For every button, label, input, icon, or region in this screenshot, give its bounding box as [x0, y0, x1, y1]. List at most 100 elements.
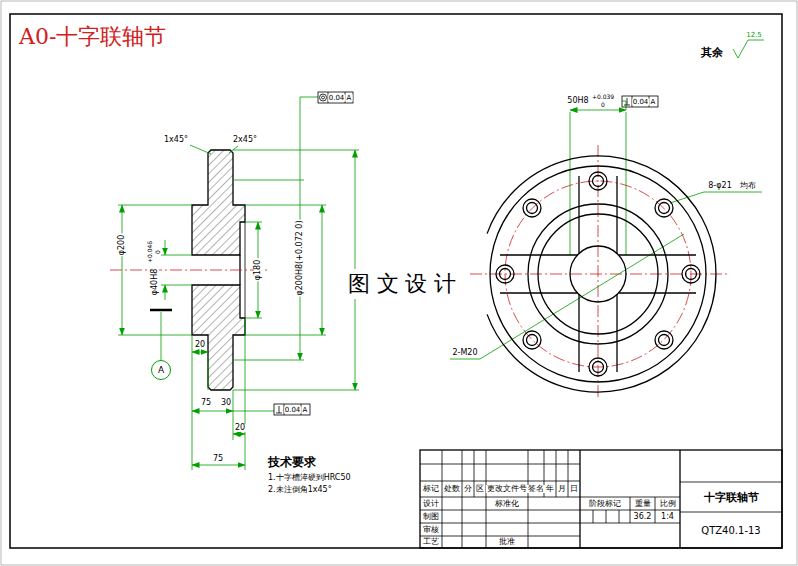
dimension-lines [245, 222, 262, 223]
datum-letter: A [650, 98, 657, 105]
table-cell: 制图 [422, 513, 440, 521]
title-block [420, 536, 580, 537]
tolerance-frames [274, 404, 310, 415]
title-block [420, 497, 680, 498]
end-view [487, 156, 716, 392]
center-lines [505, 181, 691, 367]
center-lines [110, 270, 270, 271]
end-view [500, 254, 578, 255]
end-view [619, 292, 696, 293]
dimension-lines [122, 205, 123, 335]
title-block [486, 450, 487, 548]
dimension-text: 75 [212, 455, 224, 463]
table-cell: 月 [557, 485, 567, 493]
dimension-lines [118, 40, 764, 470]
dimension-lines [192, 411, 233, 412]
tolerance-value: 0 [155, 249, 161, 255]
title-block [528, 450, 529, 548]
end-view [538, 214, 658, 334]
table-cell: 区 [475, 485, 485, 493]
dimension-lines [622, 101, 626, 102]
title-block [679, 450, 680, 548]
dimension-lines [450, 234, 684, 359]
drawing-title: A0-十字联轴节 [18, 26, 167, 48]
dimension-lines [161, 285, 192, 286]
title-block [606, 510, 607, 523]
title-block [593, 510, 594, 523]
end-view [578, 176, 579, 254]
end-view [655, 199, 673, 217]
dimension-text: φ200H8(+0.072 0) [296, 219, 304, 296]
datum-symbol [150, 310, 172, 360]
dimension-lines [300, 97, 318, 98]
chamfer-text: 1x45° [163, 136, 189, 144]
tolerance-value: 0.04 [284, 406, 302, 413]
dimension-lines [733, 40, 764, 58]
dimension-lines [192, 465, 245, 466]
dimension-lines [233, 390, 359, 391]
end-view [682, 265, 700, 283]
roughness-value: 12.5 [745, 32, 763, 39]
end-view [616, 176, 617, 254]
dimension-text: 30 [220, 399, 232, 407]
end-view [570, 246, 626, 302]
end-view [528, 204, 668, 344]
table-cell: 更改文件号 [486, 485, 528, 493]
table-cell: 1:4 [660, 513, 675, 521]
tolerance-frames [622, 96, 658, 107]
dimension-text: φ180 [254, 259, 262, 282]
end-view [487, 156, 716, 392]
table-cell: 36.2 [633, 513, 653, 521]
dimension-lines [165, 285, 166, 300]
title-block [630, 497, 631, 523]
dimension-lines [118, 335, 192, 336]
dimension-lines [245, 318, 262, 319]
title-block [420, 450, 782, 548]
end-view [686, 269, 697, 280]
end-view [490, 166, 706, 382]
title-block [655, 497, 656, 523]
note-text: 2.未注倒角1x45° [267, 486, 333, 494]
notes-heading: 技术要求 [267, 456, 317, 468]
end-view [589, 172, 607, 190]
title-block [619, 510, 620, 523]
table-cell: 签名 [527, 485, 545, 493]
end-view [523, 331, 541, 349]
tolerance-value: +0.039 [591, 94, 615, 100]
dimension-lines [233, 390, 234, 440]
table-cell: 比例 [659, 500, 677, 508]
end-view [593, 176, 604, 187]
end-view [496, 265, 514, 283]
dimension-lines [570, 112, 571, 255]
end-view [616, 294, 617, 372]
table-cell: 审核 [422, 526, 440, 534]
table-cell: 标记 [422, 485, 440, 493]
dimension-lines [233, 434, 245, 435]
end-view [659, 203, 670, 214]
table-cell: 处数 [443, 485, 461, 493]
title-block [420, 510, 680, 511]
title-block [442, 450, 443, 548]
datum-letter: A [302, 406, 309, 413]
dimension-text: φ40H8 [151, 268, 159, 297]
section-view [192, 285, 245, 390]
dimension-lines [233, 360, 304, 361]
hole-note: 8-φ21 [707, 182, 732, 190]
part-name: 十字联轴节 [703, 492, 760, 503]
tolerance-value: 0.04 [632, 98, 650, 105]
dimension-lines [165, 240, 166, 255]
datum-circle: A [151, 360, 171, 380]
drawing-number: QTZ40.1-13 [700, 526, 761, 536]
dimension-lines [245, 335, 326, 336]
table-cell: 批准 [498, 538, 516, 546]
end-view [500, 292, 578, 293]
section-view [192, 150, 245, 255]
datum-symbol [150, 309, 172, 312]
dimension-lines [161, 255, 192, 256]
end-view [500, 269, 511, 280]
chamfer-text: 2x45° [232, 136, 258, 144]
table-cell: 分 [463, 485, 473, 493]
hole-note: 均布 [739, 182, 757, 190]
datum-symbol [161, 312, 162, 360]
